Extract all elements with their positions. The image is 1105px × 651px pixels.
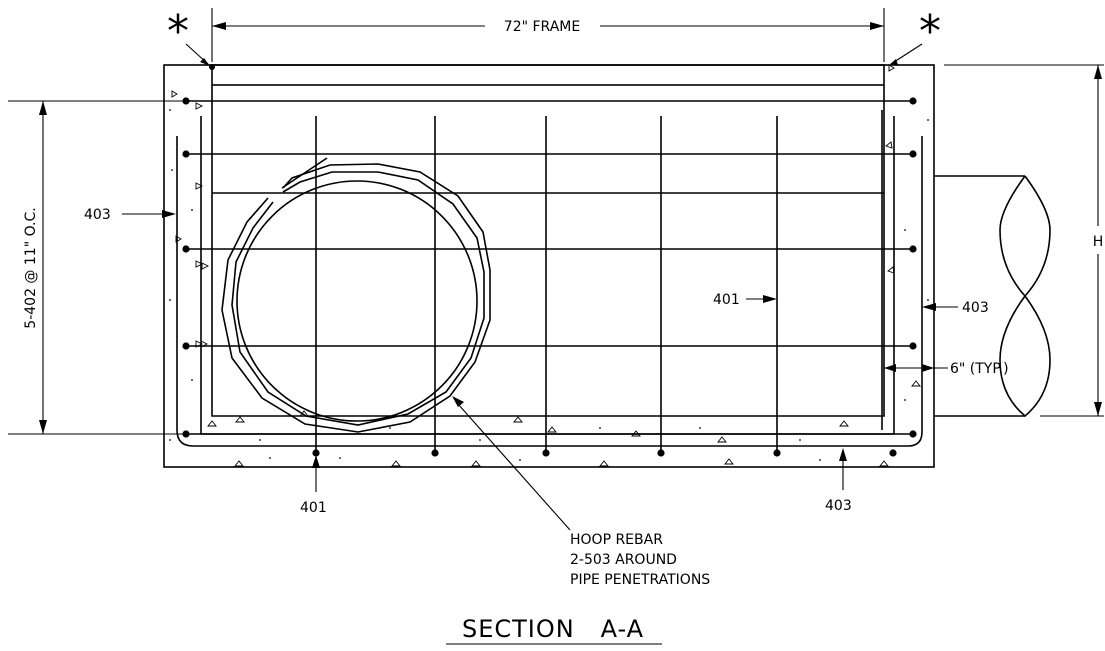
label-bottom-403: 403 bbox=[825, 498, 852, 514]
star-mark-right: * bbox=[919, 6, 941, 57]
height-label: H bbox=[1093, 234, 1104, 250]
section-title: SECTION A-A bbox=[462, 615, 644, 643]
concrete-speckle bbox=[169, 109, 929, 461]
label-right-403: 403 bbox=[962, 300, 989, 316]
outer-rebar-cage bbox=[176, 136, 923, 447]
hoop-rebar-lap bbox=[231, 171, 485, 426]
concrete-outline bbox=[163, 64, 935, 468]
height-dimension bbox=[944, 64, 1104, 417]
inner-cavity bbox=[211, 85, 885, 417]
label-inner-401: 401 bbox=[713, 292, 740, 308]
frame-dimension bbox=[211, 8, 885, 62]
frame-dimension-label: 72" FRAME bbox=[504, 19, 580, 35]
hoop-note-leader bbox=[457, 403, 571, 531]
spacing-label: 5-402 @ 11" O.C. bbox=[23, 207, 39, 328]
label-bottom-401: 401 bbox=[300, 500, 327, 516]
hoop-rebar bbox=[221, 163, 491, 433]
label-left-403: 403 bbox=[84, 207, 111, 223]
label-typical-wall: 6" (TYP.) bbox=[950, 361, 1009, 377]
star-mark-left: * bbox=[167, 6, 189, 57]
concrete-aggregate bbox=[171, 64, 921, 467]
inner-rebar-cage bbox=[200, 116, 895, 435]
spacing-dimension bbox=[8, 100, 183, 435]
hoop-note-line3: PIPE PENETRATIONS bbox=[570, 572, 710, 588]
hoop-note-line2: 2-503 AROUND bbox=[570, 552, 677, 568]
hoop-rebar-end bbox=[281, 157, 328, 189]
horizontal-rebars bbox=[186, 100, 913, 435]
hoop-note-line1: HOOP REBAR bbox=[570, 532, 663, 548]
rebar-dots bbox=[182, 64, 917, 457]
vertical-rebars bbox=[315, 110, 883, 453]
pipe-penetration bbox=[236, 180, 478, 422]
side-pipe bbox=[934, 175, 1051, 418]
frame-top-bar bbox=[211, 64, 885, 86]
